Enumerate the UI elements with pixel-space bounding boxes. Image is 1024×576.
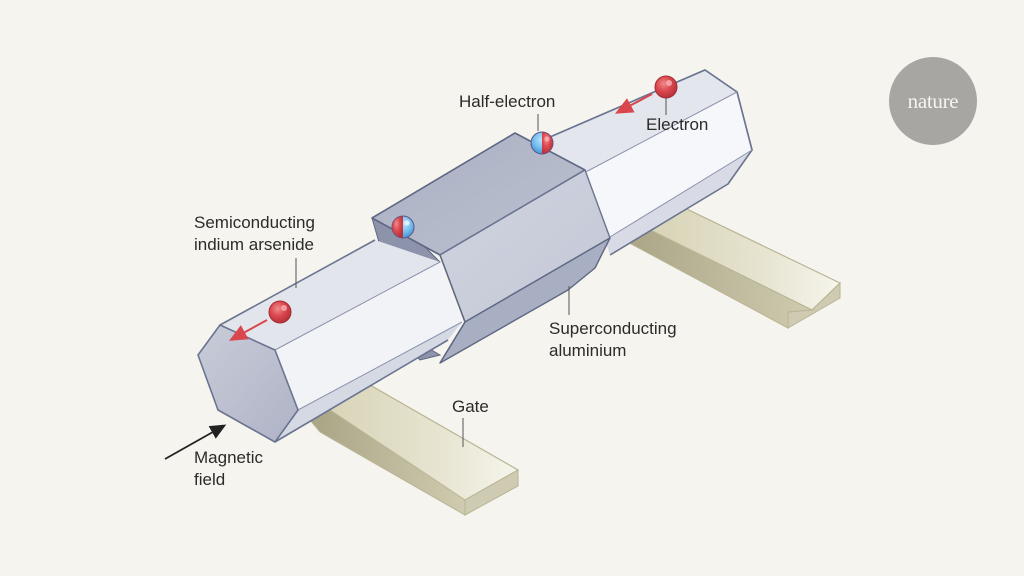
gate-label: Gate <box>452 397 489 416</box>
superconducting-label-line1: Superconducting <box>549 319 677 338</box>
half-electron-label: Half-electron <box>459 92 556 111</box>
gate-front <box>308 384 520 516</box>
nanowire-left-segment <box>197 239 463 443</box>
half-electron-right <box>530 131 554 155</box>
superconducting-label-line2: aluminium <box>549 341 627 360</box>
electron-right <box>654 75 678 99</box>
electron-left <box>268 300 292 324</box>
superconducting-label: Superconducting aluminium <box>549 318 677 362</box>
semiconducting-label-line2: indium arsenide <box>194 235 315 254</box>
electron-right-motion-arrow <box>614 93 653 114</box>
magnetic-field-label-line1: Magnetic <box>194 448 263 467</box>
magnetic-field-arrow <box>164 424 227 460</box>
half-electron-left <box>391 215 415 239</box>
nature-logo: nature <box>889 57 977 145</box>
magnetic-field-label-line2: field <box>194 470 226 489</box>
semiconducting-label: Semiconducting indium arsenide <box>194 212 315 256</box>
magnetic-field-label: Magnetic field <box>194 447 263 491</box>
electron-left-motion-arrow <box>228 319 268 341</box>
nanowire-right-segment <box>519 69 753 256</box>
semiconducting-label-line1: Semiconducting <box>194 213 315 232</box>
electron-label: Electron <box>646 115 709 134</box>
nature-logo-text: nature <box>907 88 959 113</box>
